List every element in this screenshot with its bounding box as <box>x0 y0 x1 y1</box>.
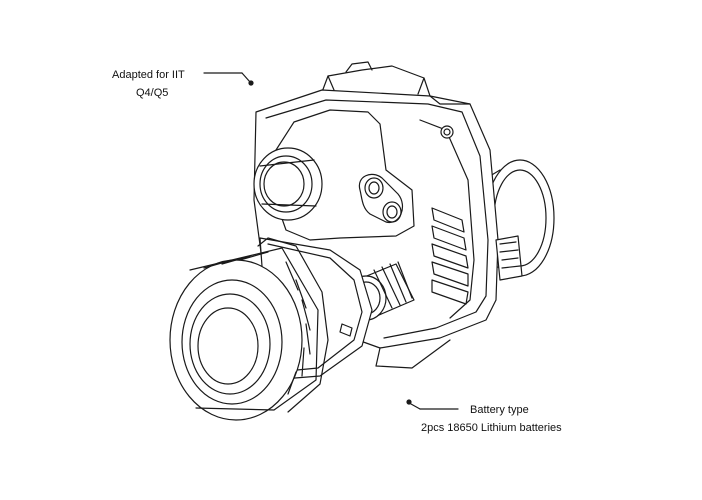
control-buttons <box>358 173 403 224</box>
tube-callout-line1: Adapted for IIT <box>112 69 185 81</box>
grip-slats <box>431 207 469 305</box>
battery-callout-line2: 2pcs 18650 Lithium batteries <box>421 422 562 434</box>
side-knob <box>495 235 523 281</box>
tube-callout-line2: Q4/Q5 <box>136 87 169 99</box>
top-rail <box>321 61 431 97</box>
callout-leaders <box>203 72 459 410</box>
small-lens <box>253 147 323 221</box>
tube-callout-dot <box>248 80 254 86</box>
battery-callout-dot <box>406 399 412 405</box>
objective-glass <box>181 279 283 405</box>
battery-callout-line1: Battery type <box>470 404 529 416</box>
